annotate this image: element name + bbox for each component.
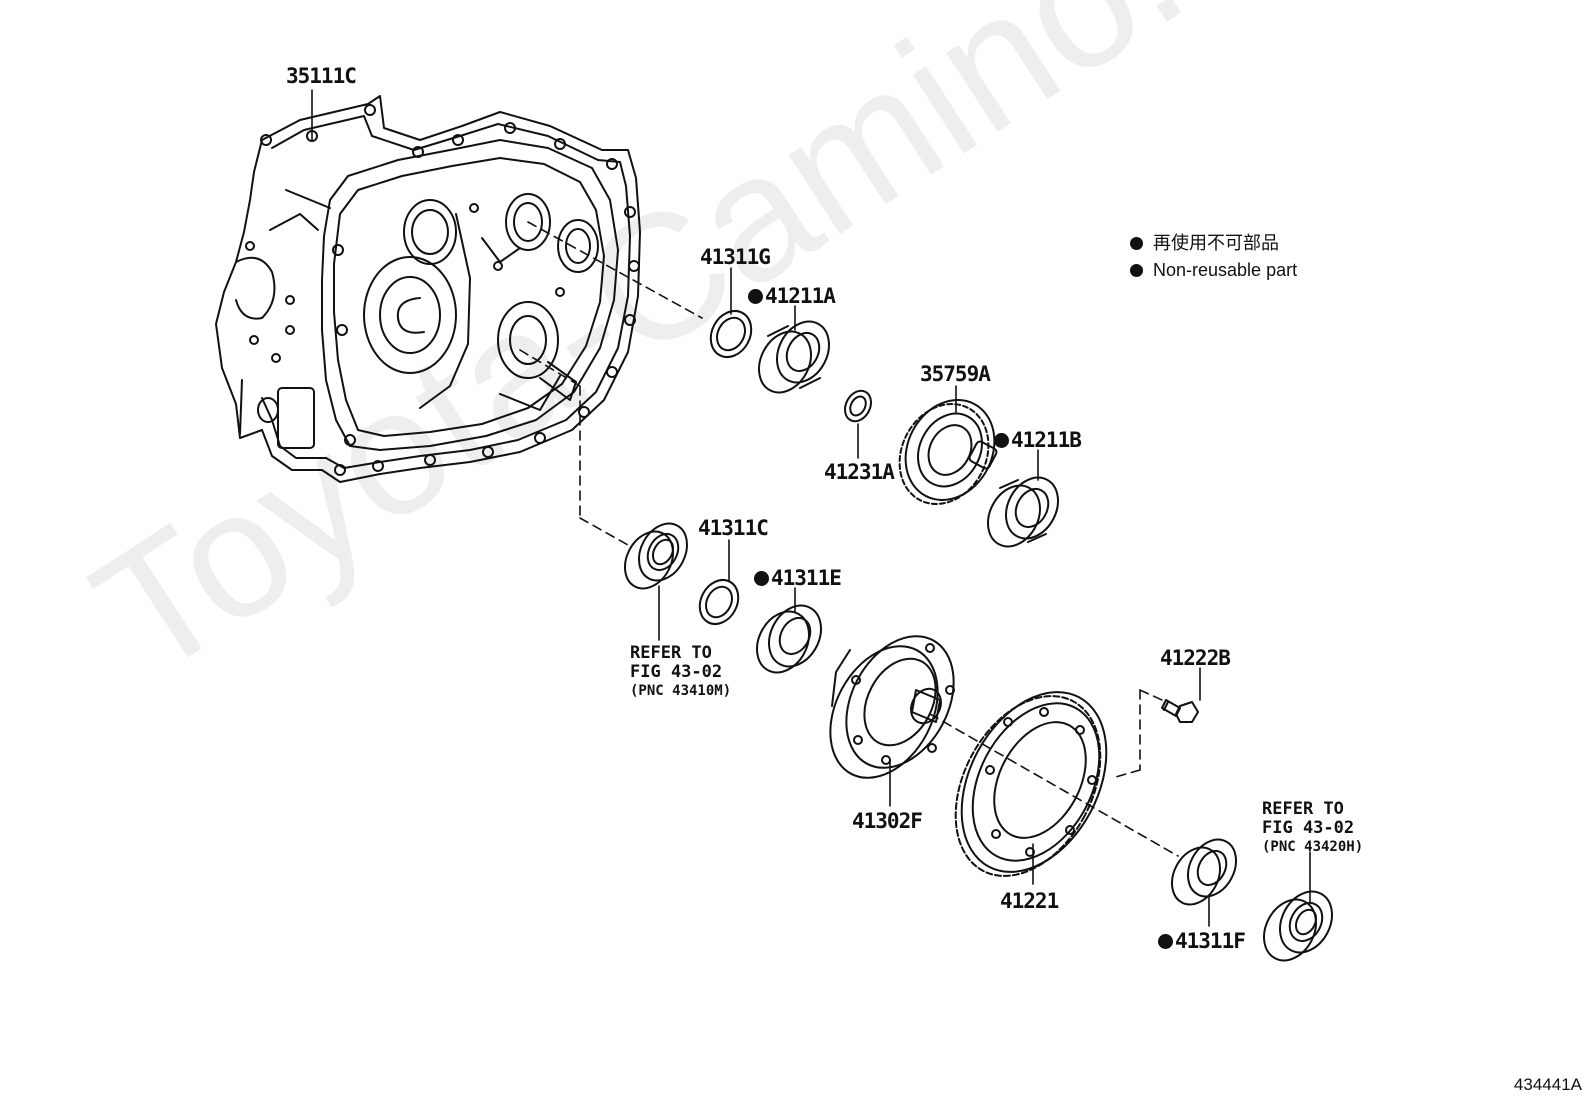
differential-case-41302F [829,635,955,779]
ring-41311G [709,310,753,358]
non-reusable-dot [754,571,769,586]
legend-dot-icon [1130,264,1143,277]
part-label-41302F[interactable]: 41302F [852,809,923,833]
transaxle-housing-drawing [215,95,641,483]
oil-seal-left [624,522,688,590]
part-label-41311C[interactable]: 41311C [698,516,769,540]
bearing-41311E [756,604,822,674]
refer-line-2: FIG 43-02 [1262,818,1355,838]
legend-text-japanese: 再使用不可部品 [1153,233,1279,253]
part-label-41311G[interactable]: 41311G [700,245,771,269]
legend: 再使用不可部品 Non-reusable part [1130,230,1297,284]
bearing-41211B [987,476,1059,548]
part-label-41211B-row[interactable]: 41211B [994,428,1082,452]
refer-note-right[interactable]: REFER TO FIG 43-02 (PNC 43420H) [1262,800,1363,857]
refer-note-left[interactable]: REFER TO FIG 43-02 (PNC 43410M) [630,644,731,701]
bearing-41211A [758,320,830,394]
part-label-41231A[interactable]: 41231A [824,460,895,484]
non-reusable-dot [748,289,763,304]
refer-line-1: REFER TO [630,643,712,663]
part-label-41211A: 41211A [765,284,836,308]
part-label-35111C[interactable]: 35111C [286,64,357,88]
ring-41311C [698,579,740,625]
legend-row-english: Non-reusable part [1130,257,1297,284]
legend-row-japanese: 再使用不可部品 [1130,230,1297,257]
part-label-41211A-row[interactable]: 41211A [748,284,836,308]
oil-seal-right [1263,890,1333,962]
part-label-41311F-row[interactable]: 41311F [1158,929,1246,953]
bolt-41222B [1161,699,1199,723]
part-label-41222B[interactable]: 41222B [1160,646,1231,670]
non-reusable-dot [994,433,1009,448]
part-label-41311E: 41311E [771,566,842,590]
legend-dot-icon [1130,237,1143,250]
refer-line-3: (PNC 43410M) [630,683,732,699]
refer-line-3: (PNC 43420H) [1262,839,1364,855]
refer-line-1: REFER TO [1262,799,1344,819]
non-reusable-dot [1158,934,1173,949]
bearing-41311F [1171,838,1237,906]
alignment-lines [519,221,1179,857]
gear-35759A [898,399,998,505]
leader-lines [311,89,1311,927]
legend-text-english: Non-reusable part [1153,260,1298,280]
ring-gear-41221 [954,691,1108,877]
part-label-41221[interactable]: 41221 [1000,889,1059,913]
part-label-41311E-row[interactable]: 41311E [754,566,842,590]
figure-id: 434441A [1513,1075,1582,1094]
part-label-35759A[interactable]: 35759A [920,362,991,386]
part-label-41211B: 41211B [1011,428,1082,452]
refer-line-2: FIG 43-02 [630,662,723,682]
ring-41231A [844,389,872,423]
part-label-41311F: 41311F [1175,929,1246,953]
